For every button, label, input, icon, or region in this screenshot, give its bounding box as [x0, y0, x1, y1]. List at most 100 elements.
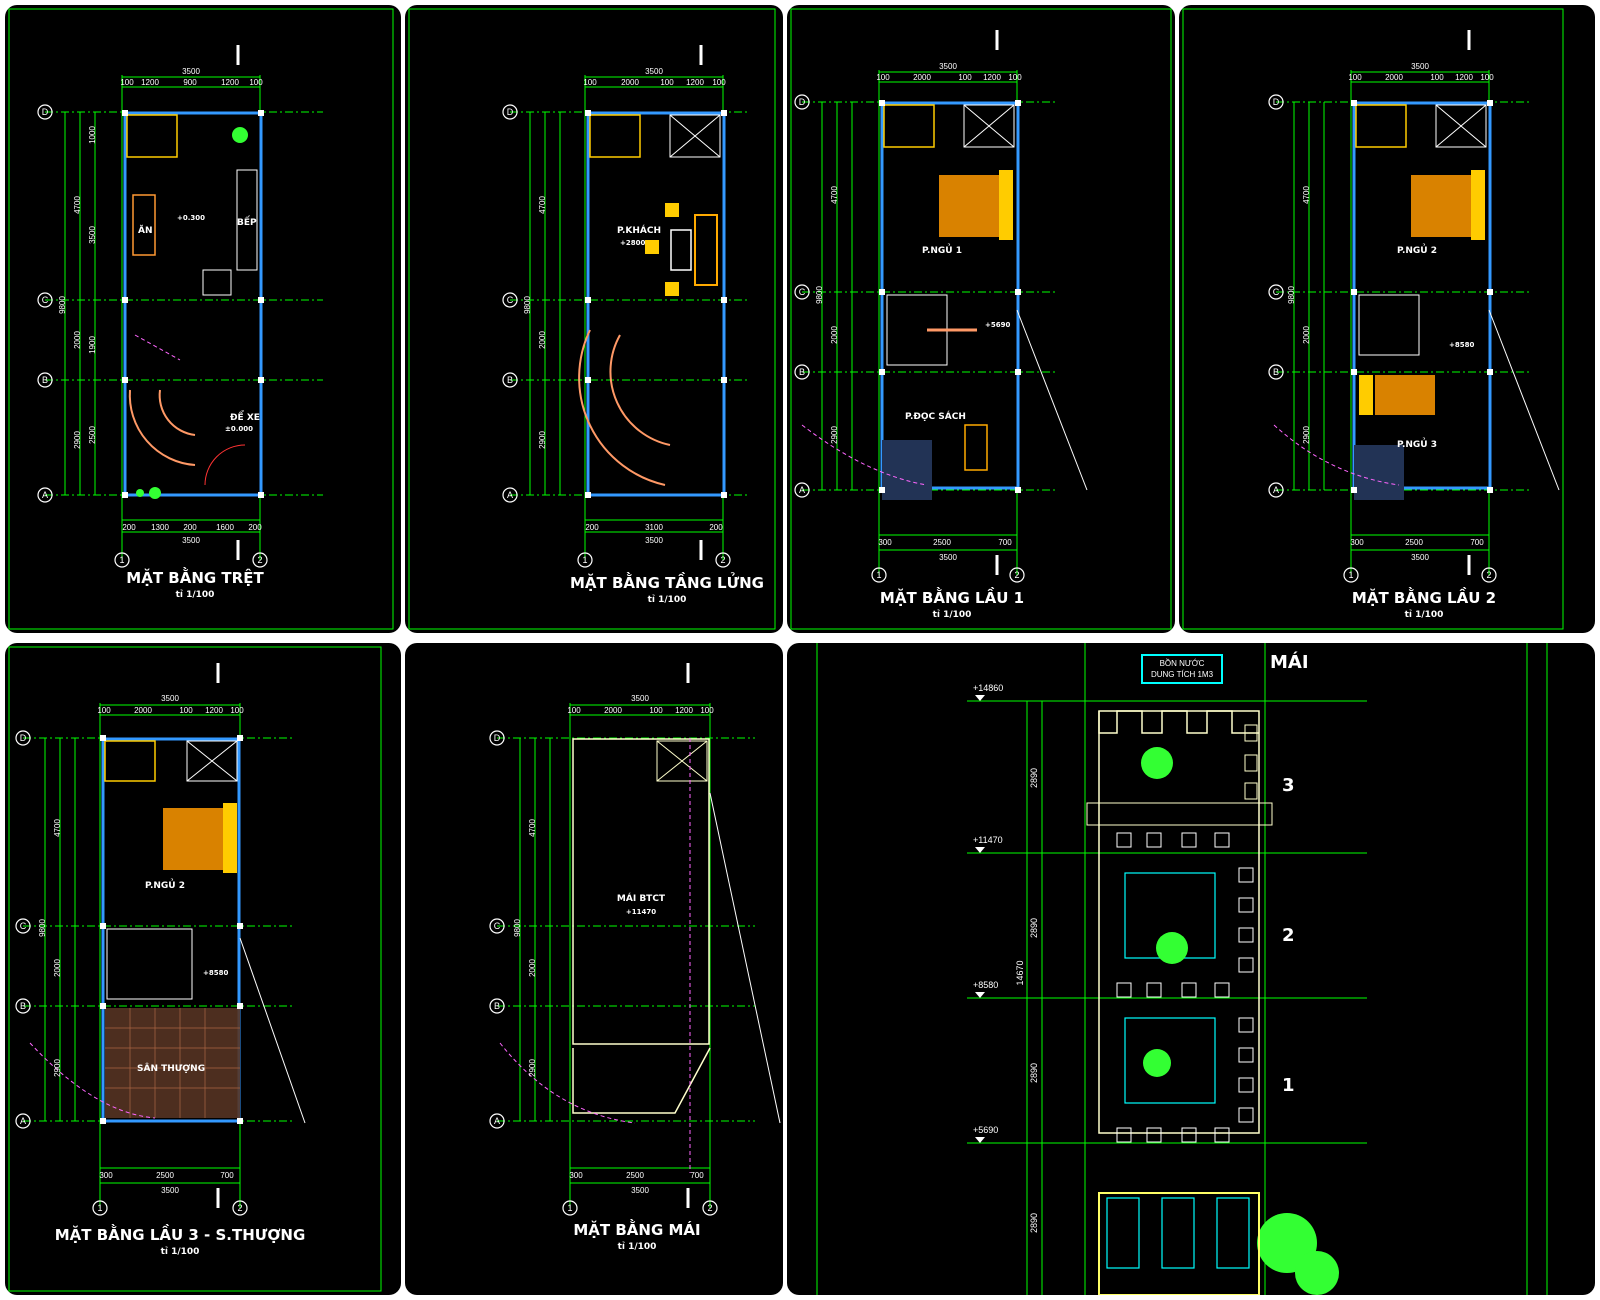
bottom-sub-dim: 2500 [626, 1171, 644, 1180]
side-dimension: 2900 [1302, 426, 1311, 444]
top-sub-dim: 100 [120, 78, 134, 87]
bottom-sub-dim: 300 [878, 538, 892, 547]
top-sub-dim: 100 [958, 73, 972, 82]
bottom-dimension: 3500 [631, 1186, 649, 1195]
bottom-sub-dim: 2500 [1405, 538, 1423, 547]
top-sub-dim: 2000 [913, 73, 931, 82]
sheet-scale: tỉ 1/100 [161, 1246, 200, 1257]
bottom-sub-dim: 2500 [156, 1171, 174, 1180]
top-sub-dim: 1200 [1455, 73, 1473, 82]
grid-label-2: 2 [257, 555, 262, 565]
sheet-scale: tỉ 1/100 [648, 594, 687, 605]
grid-label-2: 2 [237, 1203, 242, 1213]
floor-plan-floor-3: D C B A 1 2 3500 100 2000 100 1200 100 3… [8, 646, 382, 1292]
sheet-panel-floor-1: D C B A 1 2 3500 100 2000 100 1200 100 3… [787, 5, 1175, 633]
floor-plan-ground: D C B A 1 2 3500 100 1200 900 1200 100 2… [8, 8, 394, 630]
bottom-dimension: 3500 [939, 553, 957, 562]
floor-number: 1 [1282, 1075, 1295, 1096]
room-label: P.NGỦ 2 [145, 878, 185, 891]
bottom-sub-dim: 300 [99, 1171, 113, 1180]
side-dimension: 9800 [1287, 286, 1296, 304]
front-elevation: +14860 +11470 +8580 +5690 2890 2890 2890… [816, 643, 1548, 1295]
grid-label-2: 2 [1014, 570, 1019, 580]
grid-label-b: B [20, 1001, 26, 1011]
level-mark: +8580 [203, 969, 228, 977]
tank-label: BỒN NƯỚC [1160, 658, 1205, 668]
top-sub-dim: 100 [660, 78, 674, 87]
sheet-title: MẶT BẰNG LẦU 2 [1352, 586, 1496, 607]
sheet-scale: tỉ 1/100 [933, 609, 972, 620]
grid-label-b: B [494, 1001, 500, 1011]
sheet-scale: tỉ 1/100 [1405, 609, 1444, 620]
side-dimension: 2900 [528, 1059, 537, 1077]
grid-label-d: D [494, 733, 501, 743]
grid-label-a: A [494, 1116, 500, 1126]
top-sub-dim: 2000 [621, 78, 639, 87]
side-dimension: 2000 [830, 326, 839, 344]
top-sub-dim: 100 [712, 78, 726, 87]
room-label: P.NGỦ 1 [922, 243, 962, 256]
top-dimension: 3500 [1411, 62, 1429, 71]
level-mark: +5690 [973, 1125, 998, 1135]
grid-label-1: 1 [582, 555, 587, 565]
grid-label-d: D [20, 733, 27, 743]
floor-number: 3 [1282, 775, 1295, 796]
storey-height: 2890 [1029, 918, 1039, 938]
top-sub-dim: 2000 [134, 706, 152, 715]
top-sub-dim: 100 [97, 706, 111, 715]
top-sub-dim: 2000 [604, 706, 622, 715]
sheet-title: MẶT BẰNG TRỆT [126, 566, 264, 587]
sheet-scale: tỉ 1/100 [176, 589, 215, 600]
top-sub-dim: 1200 [675, 706, 693, 715]
grid-label-1: 1 [97, 1203, 102, 1213]
grid-label-c: C [42, 295, 49, 305]
bottom-sub-dim: 200 [248, 523, 262, 532]
grid-label-d: D [507, 107, 514, 117]
sheet-panel-roof: D C B A 1 2 3500 100 2000 100 1200 100 3… [405, 643, 783, 1295]
grid-label-2: 2 [1486, 570, 1491, 580]
grid-label-b: B [1273, 367, 1279, 377]
side-dimension: 2500 [88, 426, 97, 444]
bottom-sub-dim: 3100 [645, 523, 663, 532]
storey-height: 2890 [1029, 768, 1039, 788]
level-mark: +2800 [620, 239, 645, 247]
side-dimension: 4700 [53, 819, 62, 837]
room-label: BẾP [237, 215, 257, 228]
grid-label-c: C [799, 287, 806, 297]
top-dimension: 3500 [182, 67, 200, 76]
grid-label-1: 1 [1348, 570, 1353, 580]
grid-label-b: B [799, 367, 805, 377]
sheet-panel-floor-2: D C B A 1 2 3500 100 2000 100 1200 100 3… [1179, 5, 1595, 633]
side-dimension: 9800 [38, 919, 47, 937]
side-dimension: 2900 [830, 426, 839, 444]
grid-label-1: 1 [119, 555, 124, 565]
grid-label-b: B [507, 375, 513, 385]
grid-label-a: A [1273, 485, 1279, 495]
grid-label-c: C [494, 921, 501, 931]
bottom-sub-dim: 200 [183, 523, 197, 532]
side-dimension: 2000 [1302, 326, 1311, 344]
top-sub-dim: 100 [179, 706, 193, 715]
top-sub-dim: 100 [876, 73, 890, 82]
top-sub-dim: 100 [1348, 73, 1362, 82]
top-sub-dim: 1200 [205, 706, 223, 715]
side-dimension: 1000 [88, 126, 97, 144]
floor-number: 2 [1282, 925, 1295, 946]
top-sub-dim: 100 [567, 706, 581, 715]
side-dimension: 2000 [53, 959, 62, 977]
room-label: SÂN THƯỢNG [137, 1062, 205, 1074]
room-label: MÁI BTCT [617, 892, 666, 904]
room-label: P.KHÁCH [617, 224, 661, 236]
side-dimension: 2900 [53, 1059, 62, 1077]
grid-label-a: A [799, 485, 805, 495]
grid-label-a: A [507, 490, 513, 500]
grid-label-2: 2 [707, 1203, 712, 1213]
sheet-panel-elevation: +14860 +11470 +8580 +5690 2890 2890 2890… [787, 643, 1595, 1295]
storey-height: 2890 [1029, 1213, 1039, 1233]
top-sub-dim: 1200 [686, 78, 704, 87]
sheet-title: MẶT BẰNG TẦNG LỬNG [570, 571, 764, 592]
grid-label-1: 1 [567, 1203, 572, 1213]
bottom-sub-dim: 1300 [151, 523, 169, 532]
room-label: P.ĐỌC SÁCH [905, 410, 966, 422]
top-sub-dim: 100 [649, 706, 663, 715]
